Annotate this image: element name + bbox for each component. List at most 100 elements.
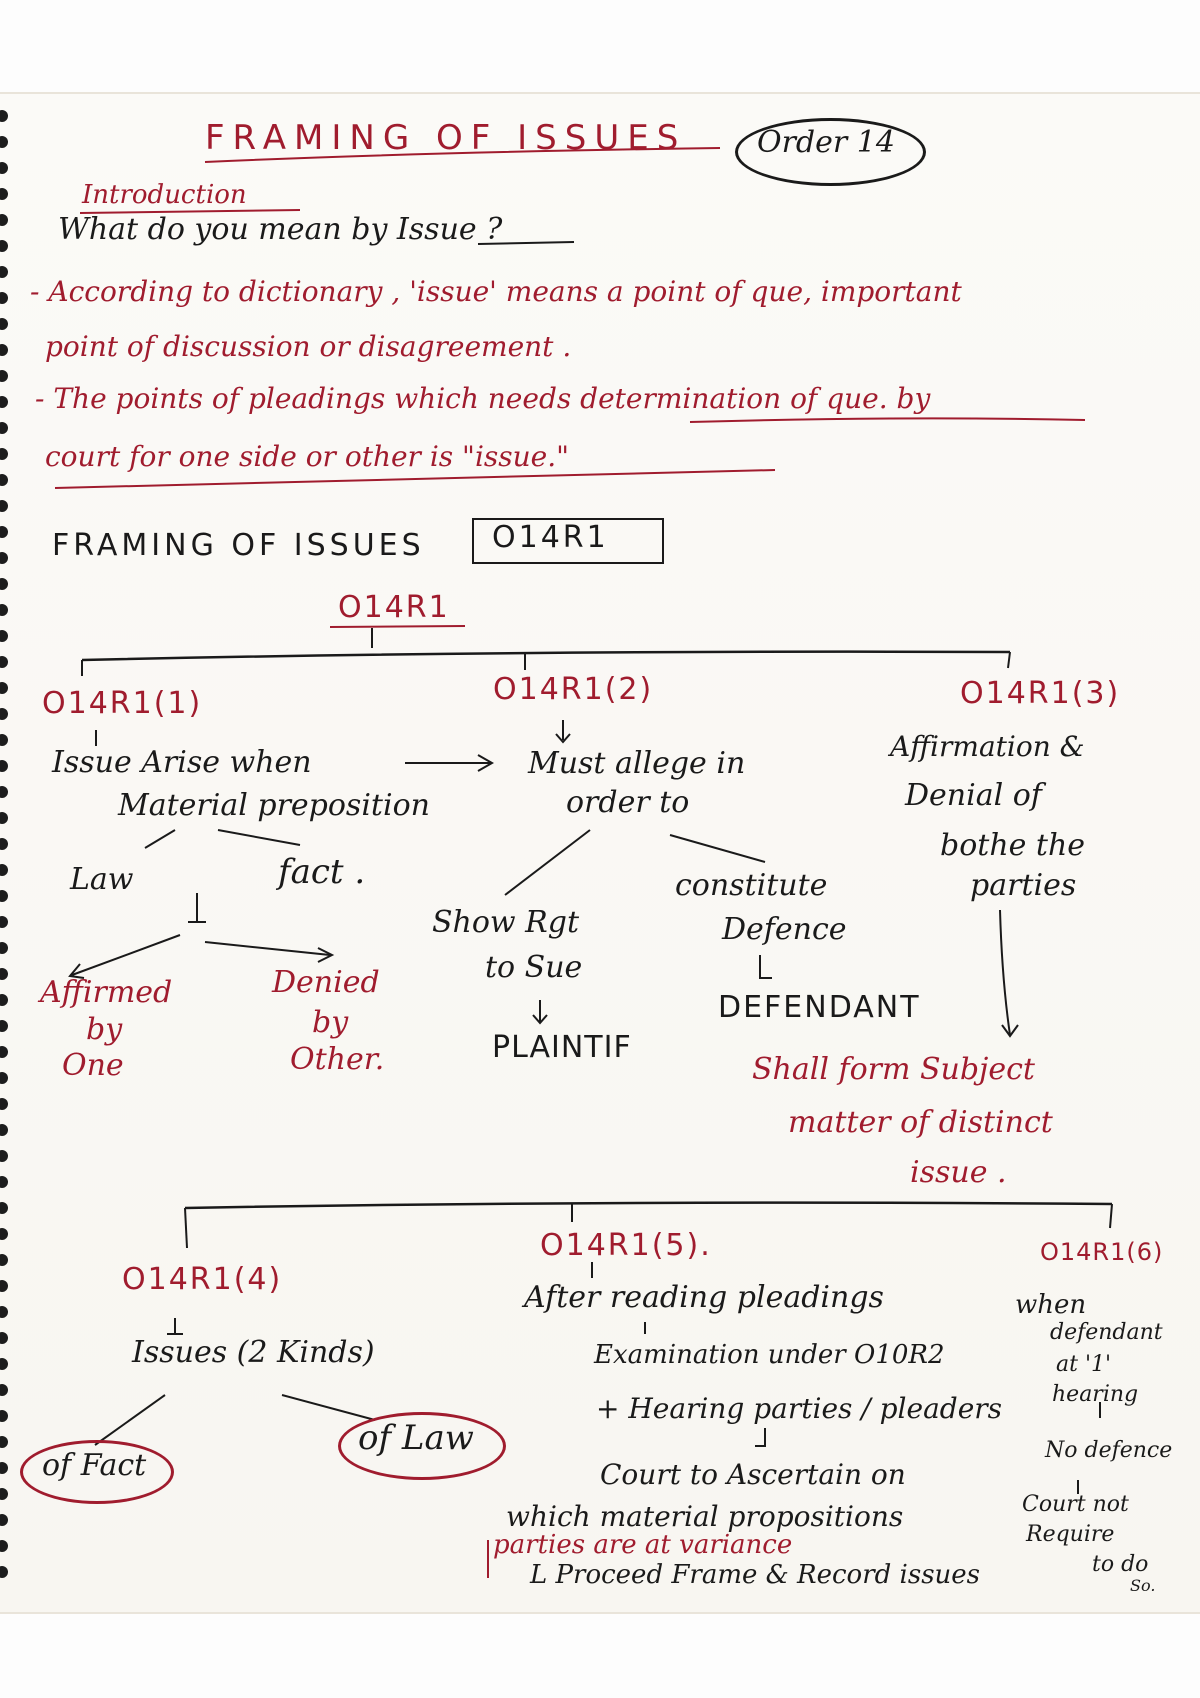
binding-ring xyxy=(0,682,8,694)
binding-ring xyxy=(0,500,8,512)
binding-ring xyxy=(0,396,8,408)
binding-ring xyxy=(0,448,8,460)
binding-ring xyxy=(0,474,8,486)
issues-of-fact: of Fact xyxy=(42,1448,147,1483)
show-right-line2: to Sue xyxy=(485,950,583,985)
definition-line-2: point of discussion or disagreement . xyxy=(45,330,572,363)
branch1-law: Law xyxy=(70,862,134,897)
branch2-line2: order to xyxy=(566,785,690,820)
binding-ring xyxy=(0,1332,8,1344)
shall-form-line1: Shall form Subject xyxy=(752,1052,1035,1087)
branch3-label: O14R1(3) xyxy=(960,676,1121,711)
branch5-line1: After reading pleadings xyxy=(524,1280,884,1315)
binding-ring xyxy=(0,188,8,200)
definition-line-1: - According to dictionary , 'issue' mean… xyxy=(30,275,962,308)
branch2-line1: Must allege in xyxy=(528,746,746,781)
binding-ring xyxy=(0,890,8,902)
binding-ring xyxy=(0,1358,8,1370)
branch3-line1: Affirmation & xyxy=(890,730,1085,763)
binding-ring xyxy=(0,1514,8,1526)
root-node: O14R1 xyxy=(338,590,450,625)
shall-form-line2: matter of distinct xyxy=(788,1105,1053,1140)
binding-ring xyxy=(0,1280,8,1292)
binding-ring xyxy=(0,1098,8,1110)
branch6-label: O14R1(6) xyxy=(1040,1238,1164,1266)
branch6-line9: So. xyxy=(1130,1576,1156,1595)
binding-ring xyxy=(0,1462,8,1474)
branch5-line2: Examination under O10R2 xyxy=(594,1340,945,1370)
section-box-label: O14R1 xyxy=(492,520,609,555)
branch5-label: O14R1(5). xyxy=(540,1228,712,1263)
binding-ring xyxy=(0,526,8,538)
branch1-label: O14R1(1) xyxy=(42,686,203,721)
branch6-line3: at '1' xyxy=(1056,1352,1112,1377)
plaintiff-label: PLAINTIF xyxy=(492,1030,632,1065)
branch1-line2: Material preposition xyxy=(118,788,430,823)
branch5-line3: + Hearing parties / pleaders xyxy=(596,1392,1003,1425)
binding-ring xyxy=(0,552,8,564)
branch6-line7: Require xyxy=(1026,1522,1115,1547)
definition-line-3: - The points of pleadings which needs de… xyxy=(35,382,931,415)
binding-ring xyxy=(0,292,8,304)
denied-line2: by xyxy=(312,1005,349,1040)
binding-ring xyxy=(0,1540,8,1552)
branch3-line4: parties xyxy=(970,868,1077,903)
binding-ring xyxy=(0,812,8,824)
binding-ring xyxy=(0,1254,8,1266)
binding-ring xyxy=(0,760,8,772)
branch1-fact: fact . xyxy=(278,852,366,892)
branch6-line2: defendant xyxy=(1050,1320,1163,1345)
binding-ring xyxy=(0,422,8,434)
law-oval xyxy=(338,1412,506,1480)
binding-ring xyxy=(0,708,8,720)
binding-ring xyxy=(0,578,8,590)
denied-line3: Other. xyxy=(290,1042,385,1077)
fact-oval xyxy=(20,1440,174,1504)
show-right-line1: Show Rgt xyxy=(432,905,579,940)
constitute-line1: constitute xyxy=(675,868,828,903)
binding-ring xyxy=(0,1176,8,1188)
binding-ring xyxy=(0,942,8,954)
binding-ring xyxy=(0,1046,8,1058)
binding-ring xyxy=(0,1020,8,1032)
title-badge-oval xyxy=(735,118,926,186)
binding-ring xyxy=(0,214,8,226)
binding-ring xyxy=(0,838,8,850)
binding-ring xyxy=(0,370,8,382)
binding-ring xyxy=(0,1488,8,1500)
binding-ring xyxy=(0,656,8,668)
binding-ring xyxy=(0,1410,8,1422)
binding-ring xyxy=(0,916,8,928)
branch3-line3: bothe the xyxy=(940,828,1086,863)
constitute-line2: Defence xyxy=(722,912,847,947)
branch4-label: O14R1(4) xyxy=(122,1262,283,1297)
binding-ring xyxy=(0,1124,8,1136)
branch5-line6: parties are at variance xyxy=(493,1530,793,1560)
page-title: FRAMING OF ISSUES xyxy=(205,118,687,158)
issues-of-law: of Law xyxy=(358,1418,474,1458)
branch5-line7: L Proceed Frame & Record issues xyxy=(530,1560,981,1590)
section-heading: FRAMING OF ISSUES xyxy=(52,528,425,563)
binding-ring xyxy=(0,1150,8,1162)
branch6-line4: hearing xyxy=(1052,1382,1139,1407)
branch5-line5: which material propositions xyxy=(506,1500,904,1533)
affirmed-line2: by xyxy=(86,1012,123,1047)
binding-ring xyxy=(0,1072,8,1084)
branch6-line5: No defence xyxy=(1045,1438,1173,1463)
affirmed-line3: One xyxy=(62,1048,124,1083)
branch3-line2: Denial of xyxy=(905,778,1042,813)
affirmed-line1: Affirmed xyxy=(40,975,173,1010)
section-box xyxy=(472,518,664,564)
shall-form-line3: issue . xyxy=(910,1155,1007,1190)
title-badge: Order 14 xyxy=(757,125,895,160)
binding-ring xyxy=(0,162,8,174)
binding-ring xyxy=(0,240,8,252)
binding-ring xyxy=(0,344,8,356)
binding-ring xyxy=(0,266,8,278)
binding-ring xyxy=(0,604,8,616)
binding-ring xyxy=(0,1228,8,1240)
binding-ring xyxy=(0,1384,8,1396)
binding-ring xyxy=(0,734,8,746)
intro-question: What do you mean by Issue ? xyxy=(58,212,503,247)
